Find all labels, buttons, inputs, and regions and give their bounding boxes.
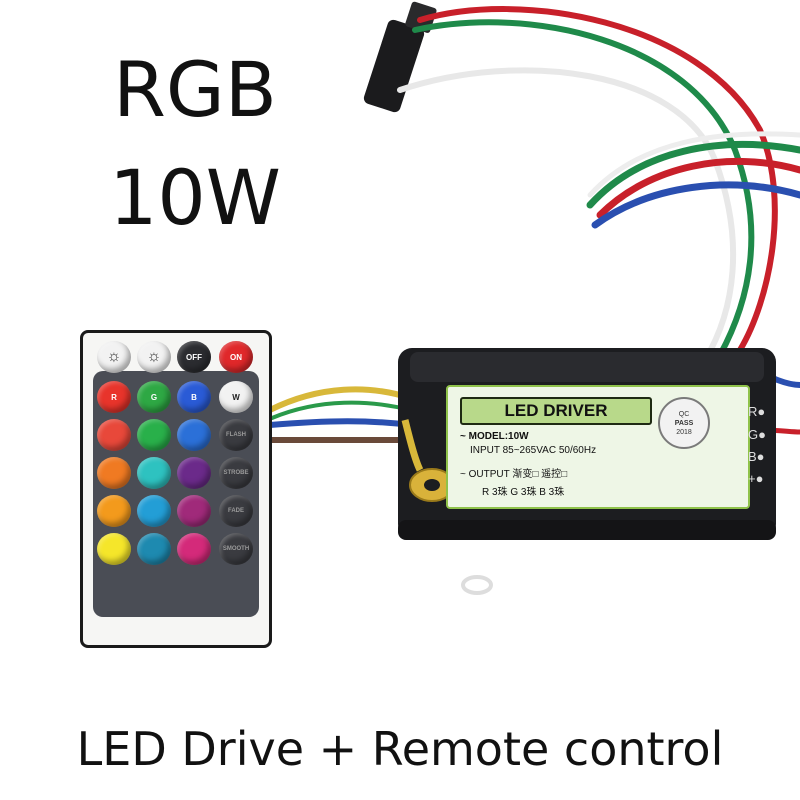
pin-label-plus: +● (748, 471, 764, 486)
color-key[interactable]: R (97, 381, 131, 413)
channel-spec: R 3珠 G 3珠 B 3珠 (482, 487, 565, 498)
seal-line: PASS (674, 419, 694, 427)
smooth-button[interactable]: SMOOTH (219, 533, 253, 565)
brightness-up-button[interactable]: ☼ (97, 341, 131, 373)
output-spec: ~ OUTPUT 渐变□ 遥控□ (460, 469, 568, 480)
headline-rgb: RGB (113, 45, 277, 134)
pin-label-b: B● (748, 449, 765, 464)
off-button[interactable]: OFF (177, 341, 211, 373)
label-title: LED DRIVER (460, 397, 652, 425)
seal-line: 2018 (676, 428, 692, 436)
color-key[interactable] (137, 495, 171, 527)
color-key[interactable] (137, 457, 171, 489)
on-button[interactable]: ON (219, 341, 253, 373)
color-key[interactable] (97, 495, 131, 527)
model-text: ~ MODEL:10W (460, 431, 529, 442)
qc-pass-seal: QC PASS 2018 (658, 397, 710, 449)
input-spec: INPUT 85~265VAC 50/60Hz (470, 445, 597, 456)
color-key[interactable] (97, 533, 131, 565)
color-key[interactable] (177, 419, 211, 451)
brightness-up-icon: ☼ (106, 348, 122, 365)
color-key[interactable]: G (137, 381, 171, 413)
brightness-down-button[interactable]: ☼ (137, 341, 171, 373)
fade-button[interactable]: FADE (219, 495, 253, 527)
color-key[interactable] (137, 419, 171, 451)
brightness-down-icon: ☼ (146, 348, 162, 365)
pin-label-r: R● (748, 404, 766, 419)
caption: LED Drive + Remote control (76, 722, 724, 776)
headline-wattage: 10W (109, 153, 281, 242)
color-key[interactable] (97, 419, 131, 451)
ring-terminal (401, 419, 455, 502)
color-key[interactable] (137, 533, 171, 565)
color-key[interactable] (177, 495, 211, 527)
seal-line: QC (678, 410, 690, 418)
led-driver-label: LED DRIVER ~ MODEL:10W INPUT 85~265VAC 5… (446, 385, 750, 509)
color-key[interactable]: W (219, 381, 253, 413)
color-key[interactable]: B (177, 381, 211, 413)
color-key[interactable] (97, 457, 131, 489)
color-key[interactable] (177, 533, 211, 565)
color-key[interactable] (177, 457, 211, 489)
flash-button[interactable]: FLASH (219, 419, 253, 451)
strobe-button[interactable]: STROBE (219, 457, 253, 489)
pin-label-g: G● (748, 427, 766, 442)
top-wires (397, 6, 800, 363)
